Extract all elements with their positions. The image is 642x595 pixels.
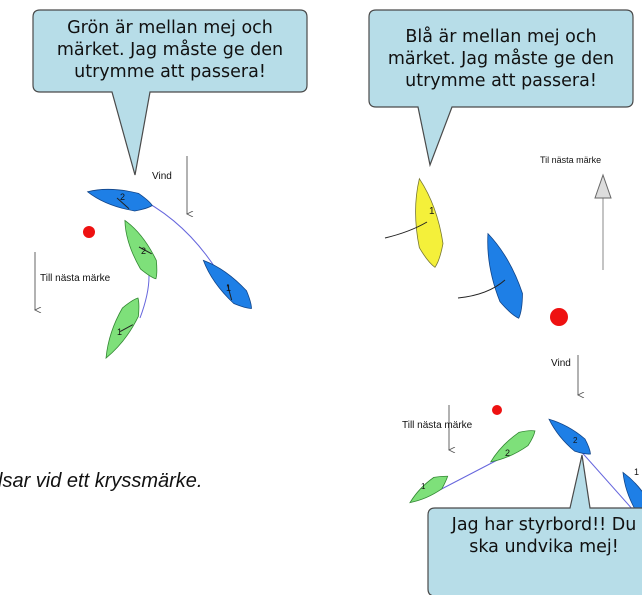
boat-number: 2 [120,192,126,202]
boat-number: 1 [117,327,123,337]
boat-blue-right-left [202,259,252,309]
boat-number: 1 [429,206,435,217]
next-mark-label-left: Till nästa märke [40,273,111,284]
boat-blue-right-mid [487,232,523,319]
speech-bubble-right-top [368,9,634,168]
caption-text: lsar vid ett kryssmärke. [0,470,203,492]
boat-yellow-right [415,177,444,268]
next-mark-label-right-bottom: Till nästa märke [402,420,473,431]
mark-buoy-left [83,226,95,238]
speech-bubble-right-bottom [427,454,642,595]
boat-green-bottom-left [105,297,140,359]
boat-number: 2 [141,246,147,256]
boat-number: 1 [634,467,640,477]
boat-blue-top-left [86,188,153,212]
up-arrow-head-icon [594,173,612,199]
next-mark-label-right-top: Til nästa märke [540,155,602,165]
mark-buoy-right-bottom [492,405,502,415]
wind-label-right: Vind [551,358,571,369]
track-green-right [429,454,508,496]
yellow-boat-sail [384,221,428,239]
speech-bubble-text-right-bottom: Jag har styrbord!! Du ska undvika mej! [451,515,637,557]
boat-number: 2 [505,448,511,458]
boat-green-right-small [409,475,449,504]
speech-bubble-text-right-top: Blå är mellan mej och märket. Jag måste … [387,27,615,91]
blue-boat-sail [457,279,506,299]
wind-label-left: Vind [152,171,172,182]
boat-blue-right-edge [622,471,642,520]
boat-blue-right-bottom [548,418,591,455]
speech-bubble-left [32,9,308,176]
boat-green-mid-left [124,219,158,280]
boat-number: 1 [421,482,426,491]
speech-bubble-text-left: Grön är mellan mej och märket. Jag måste… [56,18,284,82]
mark-buoy-right-top [550,308,568,326]
boat-number: 1 [226,283,232,293]
boat-number: 2 [573,436,578,445]
boat-green-right [489,430,536,463]
